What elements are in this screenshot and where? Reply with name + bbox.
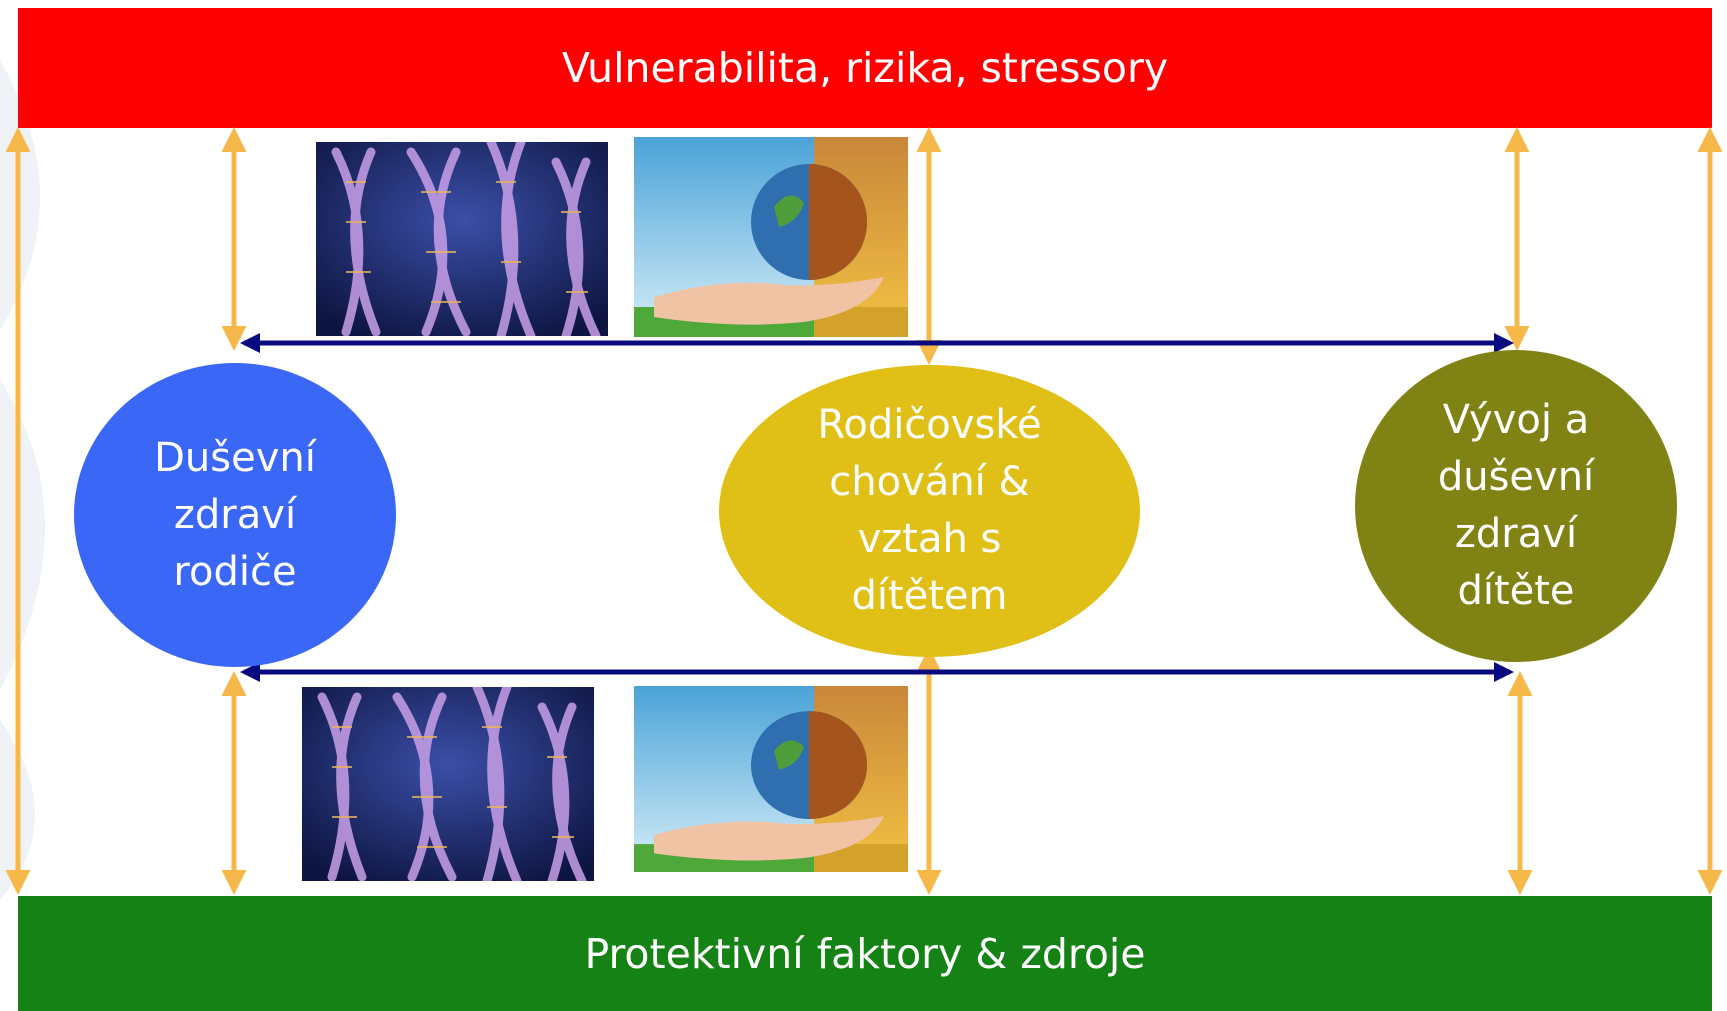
earth-in-hands-image bbox=[634, 686, 908, 872]
node-line: Duševní bbox=[154, 434, 316, 481]
node-line: dítěte bbox=[1457, 568, 1575, 614]
child-development-node: Vývoj a duševní zdraví dítěte bbox=[1355, 350, 1677, 662]
node-line: dítětem bbox=[851, 573, 1008, 619]
node-line: duševní bbox=[1437, 454, 1595, 500]
parenting-behavior-node: Rodičovské chování & vztah s dítětem bbox=[719, 365, 1140, 657]
node-line: Vývoj a bbox=[1442, 397, 1590, 443]
node-line: chování & bbox=[829, 459, 1030, 505]
dna-chromosome-image bbox=[316, 142, 608, 336]
vulnerability-banner: Vulnerabilita, rizika, stressory bbox=[18, 8, 1712, 128]
protective-factors-banner-text: Protektivní faktory & zdroje bbox=[584, 929, 1146, 978]
node-line: zdraví bbox=[1454, 511, 1578, 557]
node-line: vztah s bbox=[857, 516, 1002, 562]
dna-chromosome-image bbox=[302, 687, 594, 881]
protective-factors-banner: Protektivní faktory & zdroje bbox=[18, 896, 1712, 1011]
node-line: Rodičovské bbox=[817, 402, 1042, 448]
parent-mental-health-node: Duševní zdraví rodiče bbox=[74, 363, 396, 667]
earth-in-hands-image bbox=[634, 137, 908, 337]
node-line: rodiče bbox=[173, 548, 297, 595]
node-line: zdraví bbox=[173, 491, 297, 538]
vulnerability-banner-text: Vulnerabilita, rizika, stressory bbox=[561, 44, 1169, 92]
